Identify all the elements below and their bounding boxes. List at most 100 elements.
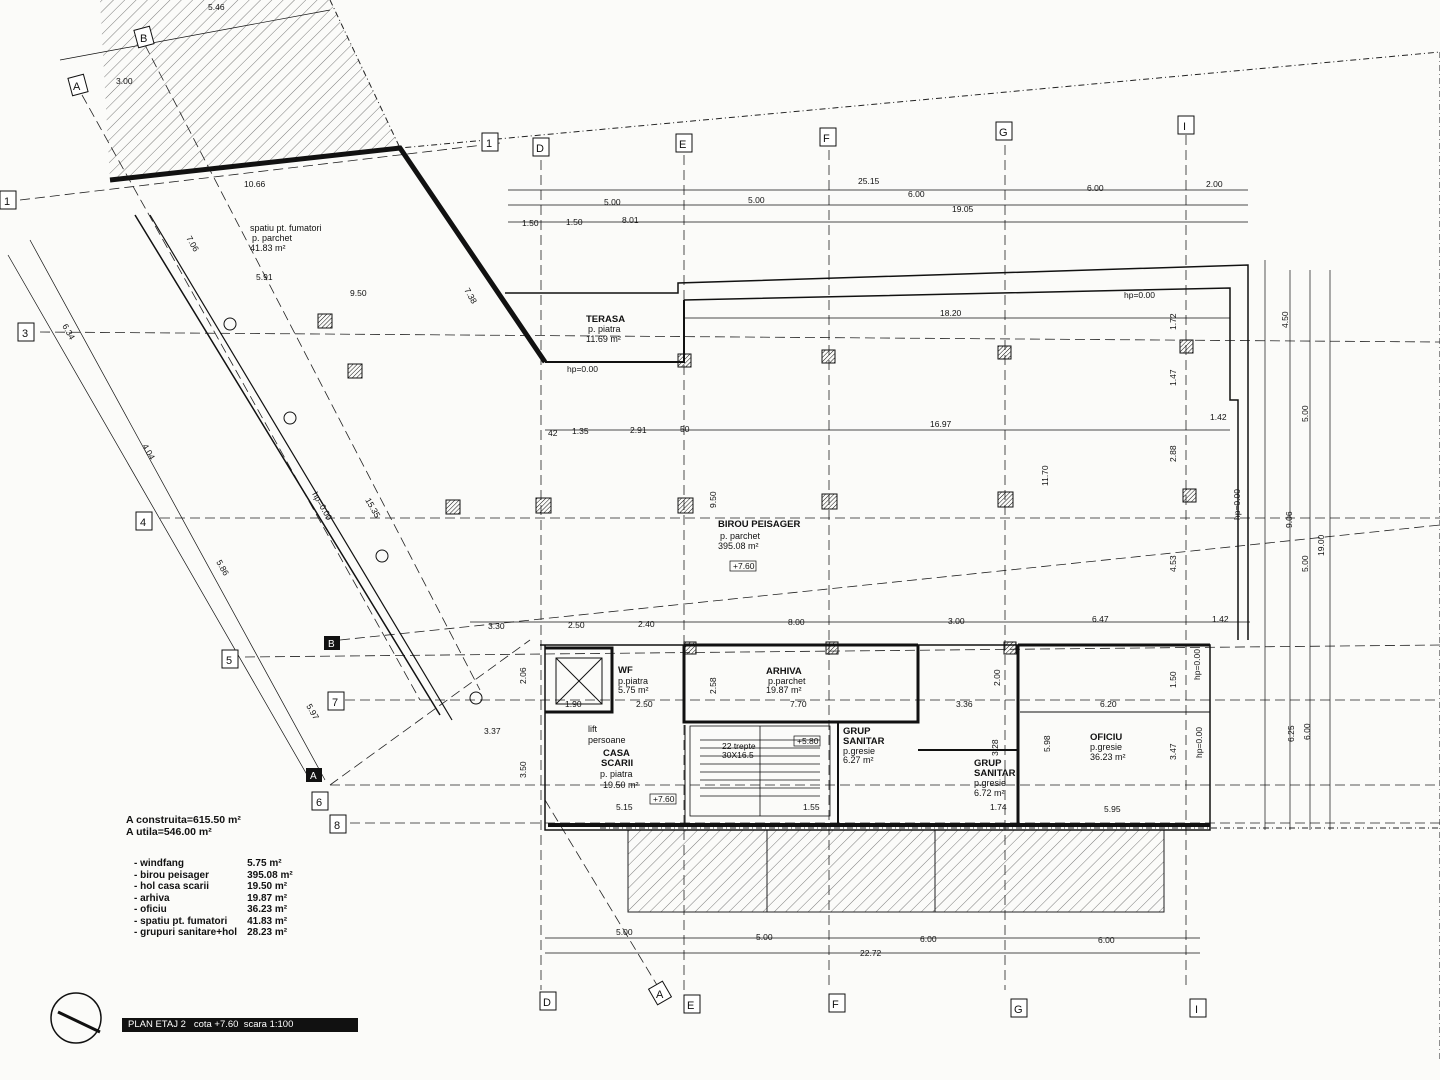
dim-text: 5.95: [1104, 804, 1121, 814]
axis-4: 4: [140, 517, 146, 529]
office-floor: p. parchet: [720, 531, 761, 541]
dim-text: 2.50: [568, 620, 585, 630]
dim-text: 10.66: [244, 179, 266, 189]
wc1-area: 6.27 m²: [843, 755, 874, 765]
stairs-size: 30X16.5: [722, 750, 754, 760]
stair-hall-area: 19.50 m²: [603, 780, 639, 790]
dim-text: 7.70: [790, 699, 807, 709]
exterior-walls: [109, 145, 1249, 831]
section-marker-A: A: [310, 771, 317, 782]
dim-text: 5.00: [748, 195, 765, 205]
area-legend: A construita=615.50 m² A utila=546.00 m²…: [126, 814, 303, 939]
terrace-area: 11.69 m²: [586, 334, 621, 344]
dim-text: 19.05: [952, 204, 974, 214]
dim-text: 2.91: [630, 425, 647, 435]
dimension-lines: [7, 9, 1331, 954]
dim-text: 1.35: [572, 426, 589, 436]
hp-label: hp=0.00: [1232, 489, 1242, 520]
area-value: 395.08 m²: [247, 869, 293, 881]
dim-text: 5.46: [208, 2, 225, 12]
dim-text: 6.25: [1286, 725, 1296, 742]
wc2-name-2: SANITAR: [974, 768, 1016, 779]
dim-text: 6.00: [908, 189, 925, 199]
stair-hall-floor: p. piatra: [600, 769, 633, 779]
dim-text: 8.01: [622, 215, 639, 225]
axis-B-top: B: [140, 33, 147, 45]
archive-area: 19.87 m²: [766, 685, 802, 695]
dim-text: 5.00: [1300, 555, 1310, 572]
dim-text: 1.50: [1168, 671, 1178, 688]
office-name: BIROU PEISAGER: [718, 519, 800, 530]
dim-text: 3.00: [948, 616, 965, 626]
dim-text: 42: [548, 428, 558, 438]
dim-text: 5.00: [756, 932, 773, 942]
dim-text: 3.00: [116, 76, 133, 86]
axis-8: 8: [334, 820, 340, 832]
dim-text: 2.40: [638, 619, 655, 629]
lift-label: lift: [588, 724, 597, 734]
office-level: +7.60: [733, 561, 755, 571]
dim-text: 1.72: [1168, 313, 1178, 330]
dim-text: 2.58: [708, 677, 718, 694]
dim-text: 50: [680, 424, 690, 434]
dim-text: 11.70: [1040, 465, 1050, 486]
area-value: 36.23 m²: [247, 904, 288, 915]
dim-text: 3.50: [518, 761, 528, 778]
north-arrow-icon: [50, 992, 102, 1044]
axis-bubbles: [0, 25, 1207, 1018]
dim-text: 16.97: [930, 419, 952, 429]
windfang-name: WF: [618, 665, 633, 676]
windfang-floor: p.piatra: [618, 676, 648, 686]
dim-text: 1.90: [565, 699, 582, 709]
axis-7: 7: [332, 697, 338, 709]
axis-G-top: G: [999, 127, 1008, 139]
round-pillars: [223, 317, 483, 705]
dim-text: 19.00: [1316, 534, 1326, 556]
smokers-room-floor: p. parchet: [252, 233, 293, 243]
axis-I-top: I: [1183, 121, 1186, 133]
dim-text: 9.50: [350, 288, 367, 298]
archive-name: ARHIVA: [766, 666, 802, 677]
section-markers: A B: [306, 636, 340, 782]
wc2-floor: p.gresie: [974, 778, 1006, 788]
area-name: - spatiu pt. fumatori: [134, 915, 228, 927]
kitchen-floor: p.gresie: [1090, 742, 1122, 752]
axis-D-top: D: [536, 143, 544, 155]
dim-text: 6.00: [920, 934, 937, 944]
area-value: 5.75 m²: [247, 858, 282, 869]
axis-A-top: A: [73, 81, 81, 93]
dim-text: 3.47: [1168, 743, 1178, 760]
site-boundary: [329, 0, 1440, 1060]
area-name: - hol casa scarii: [134, 881, 210, 892]
dim-text: 1.74: [990, 802, 1007, 812]
dim-text: 6.00: [1098, 935, 1115, 945]
dim-text: 1.50: [566, 217, 583, 227]
dim-total-width: 25.15: [858, 176, 880, 186]
stair-hall-level: +7.60: [653, 794, 675, 804]
dim-text: 4.04: [140, 442, 157, 462]
stairs-level: +5.80: [797, 736, 819, 746]
smokers-room-area: 41.83 m²: [250, 243, 286, 253]
dim-text: 8.00: [788, 617, 805, 627]
dim-text: 18.20: [940, 308, 962, 318]
axis-3: 3: [22, 328, 28, 340]
terrace-floor: p. piatra: [588, 324, 621, 334]
dim-text: 1.42: [1210, 412, 1227, 422]
plan-title-block: PLAN ETAJ 2 cota +7.60 scara 1:100: [122, 1018, 358, 1032]
dim-text: 9.06: [1284, 511, 1294, 528]
axis-D-bottom: D: [543, 997, 551, 1009]
dim-text: 2.50: [636, 699, 653, 709]
grid-lines: [19, 44, 1440, 991]
wc2-area: 6.72 m²: [974, 788, 1005, 798]
wc2-name: GRUP: [974, 758, 1002, 769]
south-hatch: [627, 829, 1165, 913]
smokers-room-name: spatiu pt. fumatori: [250, 223, 322, 233]
built-area: A construita=615.50 m²: [126, 814, 241, 826]
dim-text: 7.06: [184, 234, 201, 254]
